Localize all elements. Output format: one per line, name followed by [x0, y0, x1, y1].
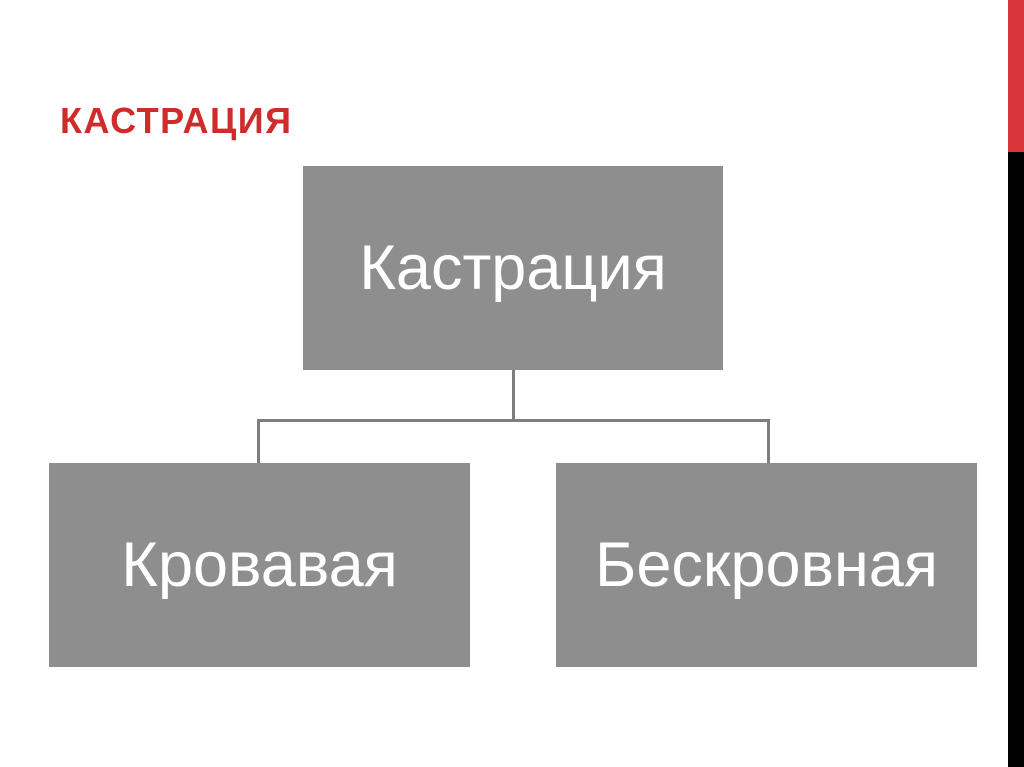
- diagram-node-child-1[interactable]: Кровавая: [49, 463, 470, 667]
- diagram-node-root-label: Кастрация: [359, 232, 667, 303]
- edge-accent-bar-black: [1008, 152, 1024, 767]
- page-title: КАСТРАЦИЯ: [60, 100, 293, 141]
- connector-root-stem: [512, 370, 515, 421]
- edge-accent-bar-red: [1008, 0, 1024, 152]
- diagram-node-child-2-label: Бескровная: [595, 529, 938, 600]
- connector-horizontal-bar: [257, 419, 770, 422]
- connector-drop-right: [767, 419, 770, 463]
- connector-drop-left: [257, 419, 260, 463]
- diagram-node-root[interactable]: Кастрация: [303, 166, 723, 370]
- diagram-node-child-2[interactable]: Бескровная: [556, 463, 977, 667]
- diagram-node-child-1-label: Кровавая: [121, 529, 398, 600]
